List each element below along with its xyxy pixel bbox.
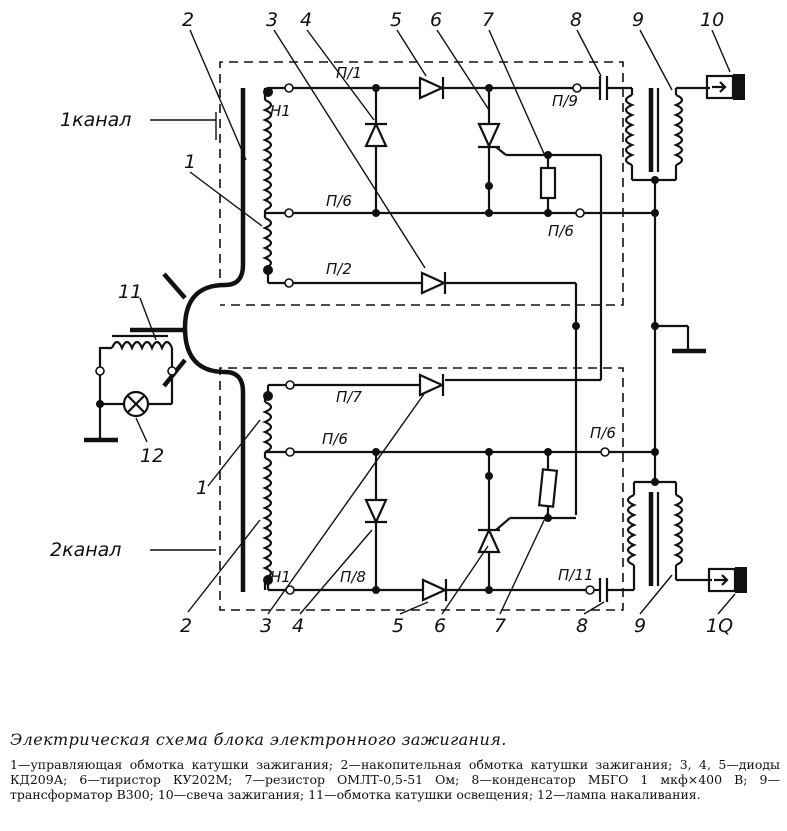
capacitor-8-upper (598, 76, 609, 100)
thyristor-6-lower (477, 452, 511, 590)
label-channel-2: 2канал (50, 539, 121, 561)
callout-4-bottom: 4 (292, 615, 304, 637)
label-p8: П/8 (340, 568, 366, 586)
callout-2-bottom: 2 (180, 615, 192, 637)
upper-storage-winding (262, 216, 273, 270)
callout-1-upper: 1 (184, 151, 196, 173)
label-p6-top-right: П/6 (548, 222, 574, 240)
resistor-7-lower (510, 452, 576, 520)
caption-legend: 1—управляющая обмотка катушки зажигания;… (10, 757, 780, 802)
diode-4-lower (364, 452, 388, 590)
caption-title: Электрическая схема блока электронного з… (10, 730, 507, 749)
spark-plug-10-lower (707, 567, 747, 593)
callout-4-top: 4 (300, 9, 312, 31)
transformer-9-upper (624, 88, 684, 182)
transformer-9-lower (626, 480, 684, 590)
label-p2: П/2 (326, 260, 352, 278)
callout-6-bottom: 6 (434, 615, 446, 637)
callout-5-top: 5 (390, 9, 402, 31)
diode-5-upper (418, 76, 445, 100)
lamp-12 (98, 375, 174, 418)
label-p6-bottom-right: П/6 (590, 424, 616, 442)
label-p1: П/1 (336, 64, 362, 82)
label-channel-1: 1канал (60, 109, 131, 131)
capacitor-8-lower (598, 578, 609, 602)
callout-9-top: 9 (632, 9, 644, 31)
callout-5-bottom: 5 (392, 615, 404, 637)
callout-1-lower: 1 (196, 477, 208, 499)
label-p9: П/9 (552, 92, 578, 110)
callout-3-top: 3 (266, 9, 278, 31)
callout-2-top: 2 (182, 9, 194, 31)
label-p6-bottom-left: П/6 (322, 430, 348, 448)
figure-caption: Электрическая схема блока электронного з… (10, 730, 780, 802)
callout-12: 12 (140, 445, 164, 467)
thyristor-6-upper (477, 88, 507, 213)
lower-storage-winding (262, 456, 273, 580)
callout-10-bottom: 1Q (706, 615, 733, 637)
upper-control-winding (262, 98, 273, 212)
label-n1-top: Н1 (270, 102, 291, 120)
callout-7-bottom: 7 (494, 615, 506, 637)
lower-control-winding (262, 400, 273, 454)
label-p11: П/11 (558, 566, 593, 584)
callout-10-top: 10 (700, 9, 724, 31)
callout-11: 11 (118, 281, 142, 303)
ignition-circuit-diagram: 1канал 2канал Н1 Н1 П/1 П/9 П/6 П/6 П/2 … (50, 9, 747, 637)
callout-7-top: 7 (482, 9, 494, 31)
diode-3-lower (418, 373, 445, 397)
callout-8-top: 8 (570, 9, 582, 31)
label-n1-bottom: Н1 (270, 568, 291, 586)
label-p6-top-left: П/6 (326, 192, 352, 210)
resistor-7-upper (506, 153, 601, 213)
lighting-coil-11 (98, 334, 174, 368)
diode-4-upper (364, 88, 388, 213)
callout-8-bottom: 8 (576, 615, 588, 637)
spark-plug-10-upper (705, 74, 745, 100)
callout-6-top: 6 (430, 9, 442, 31)
diode-5-lower (421, 578, 448, 602)
callout-9-bottom: 9 (634, 615, 646, 637)
diode-3-upper (420, 271, 447, 295)
upper-block-outline (219, 61, 624, 306)
callout-3-bottom: 3 (260, 615, 272, 637)
label-p7: П/7 (336, 388, 362, 406)
